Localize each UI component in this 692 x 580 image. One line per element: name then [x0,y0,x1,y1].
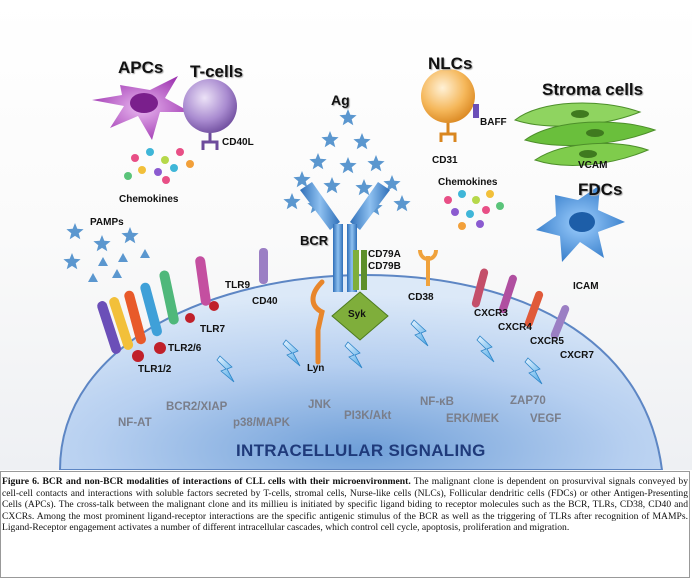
label-vcam: VCAM [578,160,608,171]
label-chemokines-right: Chemokines [438,177,498,188]
bcr-receptor [300,182,390,292]
label-icam: ICAM [573,281,599,292]
signal-erk: ERK/MEK [446,413,500,425]
syk-kinase [331,291,389,341]
label-fdcs: FDCs [578,180,623,199]
signal-jnk: JNK [308,399,332,411]
label-cxcr7: CXCR7 [560,350,594,361]
label-stroma: Stroma cells [542,80,644,99]
signal-p38: p38/MAPK [233,417,290,429]
caption-frame [0,471,690,578]
label-chemokines-left: Chemokines [119,194,179,205]
figure-caption: Figure 6. BCR and non-BCR modalities of … [2,476,688,576]
label-cd79a: CD79A [368,249,401,260]
signal-bcr2xiap: BCR2/XIAP [166,401,228,413]
label-cd79b: CD79B [368,261,401,272]
label-ag: Ag [331,92,350,108]
cd79-receptor [353,250,367,290]
caption-title: Figure 6. BCR and non-BCR modalities of … [2,476,411,487]
label-lyn: Lyn [307,363,325,374]
cxcr-receptors [471,268,570,339]
label-tlr9: TLR9 [225,280,250,291]
label-bcr: BCR [300,233,329,248]
signal-pi3k: PI3K/Akt [344,410,392,422]
label-tlr7: TLR7 [200,324,225,335]
label-tcells: T-cells [190,62,243,81]
label-apcs: APCs [118,58,164,77]
label-tlr26: TLR2/6 [168,343,202,354]
label-cxcr5: CXCR5 [530,336,564,347]
fdc-cell [536,185,625,262]
signal-zap70: ZAP70 [510,395,546,407]
cd40-receptor [259,248,268,284]
nlc-cell [421,69,479,142]
label-cd40l: CD40L [222,137,254,148]
label-pamps: PAMPs [90,217,124,228]
t-cell [183,79,237,150]
tlr-receptors [97,256,219,362]
intracellular-signaling-title: INTRACELLULAR SIGNALING [236,441,486,460]
stroma-cells [513,102,657,166]
chemokines-right-dots [444,190,504,230]
label-cd40: CD40 [252,296,278,307]
cd38-receptor [418,249,438,286]
signal-vegf: VEGF [530,413,562,425]
label-tlr12: TLR1/2 [138,364,172,375]
apc-cell [92,76,190,140]
lyn-kinase [310,279,325,365]
chemokines-left-dots [124,148,194,184]
label-cxcr3: CXCR3 [474,308,508,319]
label-baff: BAFF [480,117,507,128]
caption-text: The malignant clone is dependent on pros… [2,476,688,533]
label-cd38: CD38 [408,292,434,303]
label-cd31: CD31 [432,155,458,166]
label-syk: Syk [348,309,366,320]
label-cxcr4: CXCR4 [498,322,532,333]
signal-nfat: NF-AT [118,417,152,429]
signal-nfkb: NF-κB [420,396,454,408]
label-nlcs: NLCs [428,54,473,73]
cll-microenvironment-diagram [0,0,692,470]
pamps-stars [63,223,150,282]
